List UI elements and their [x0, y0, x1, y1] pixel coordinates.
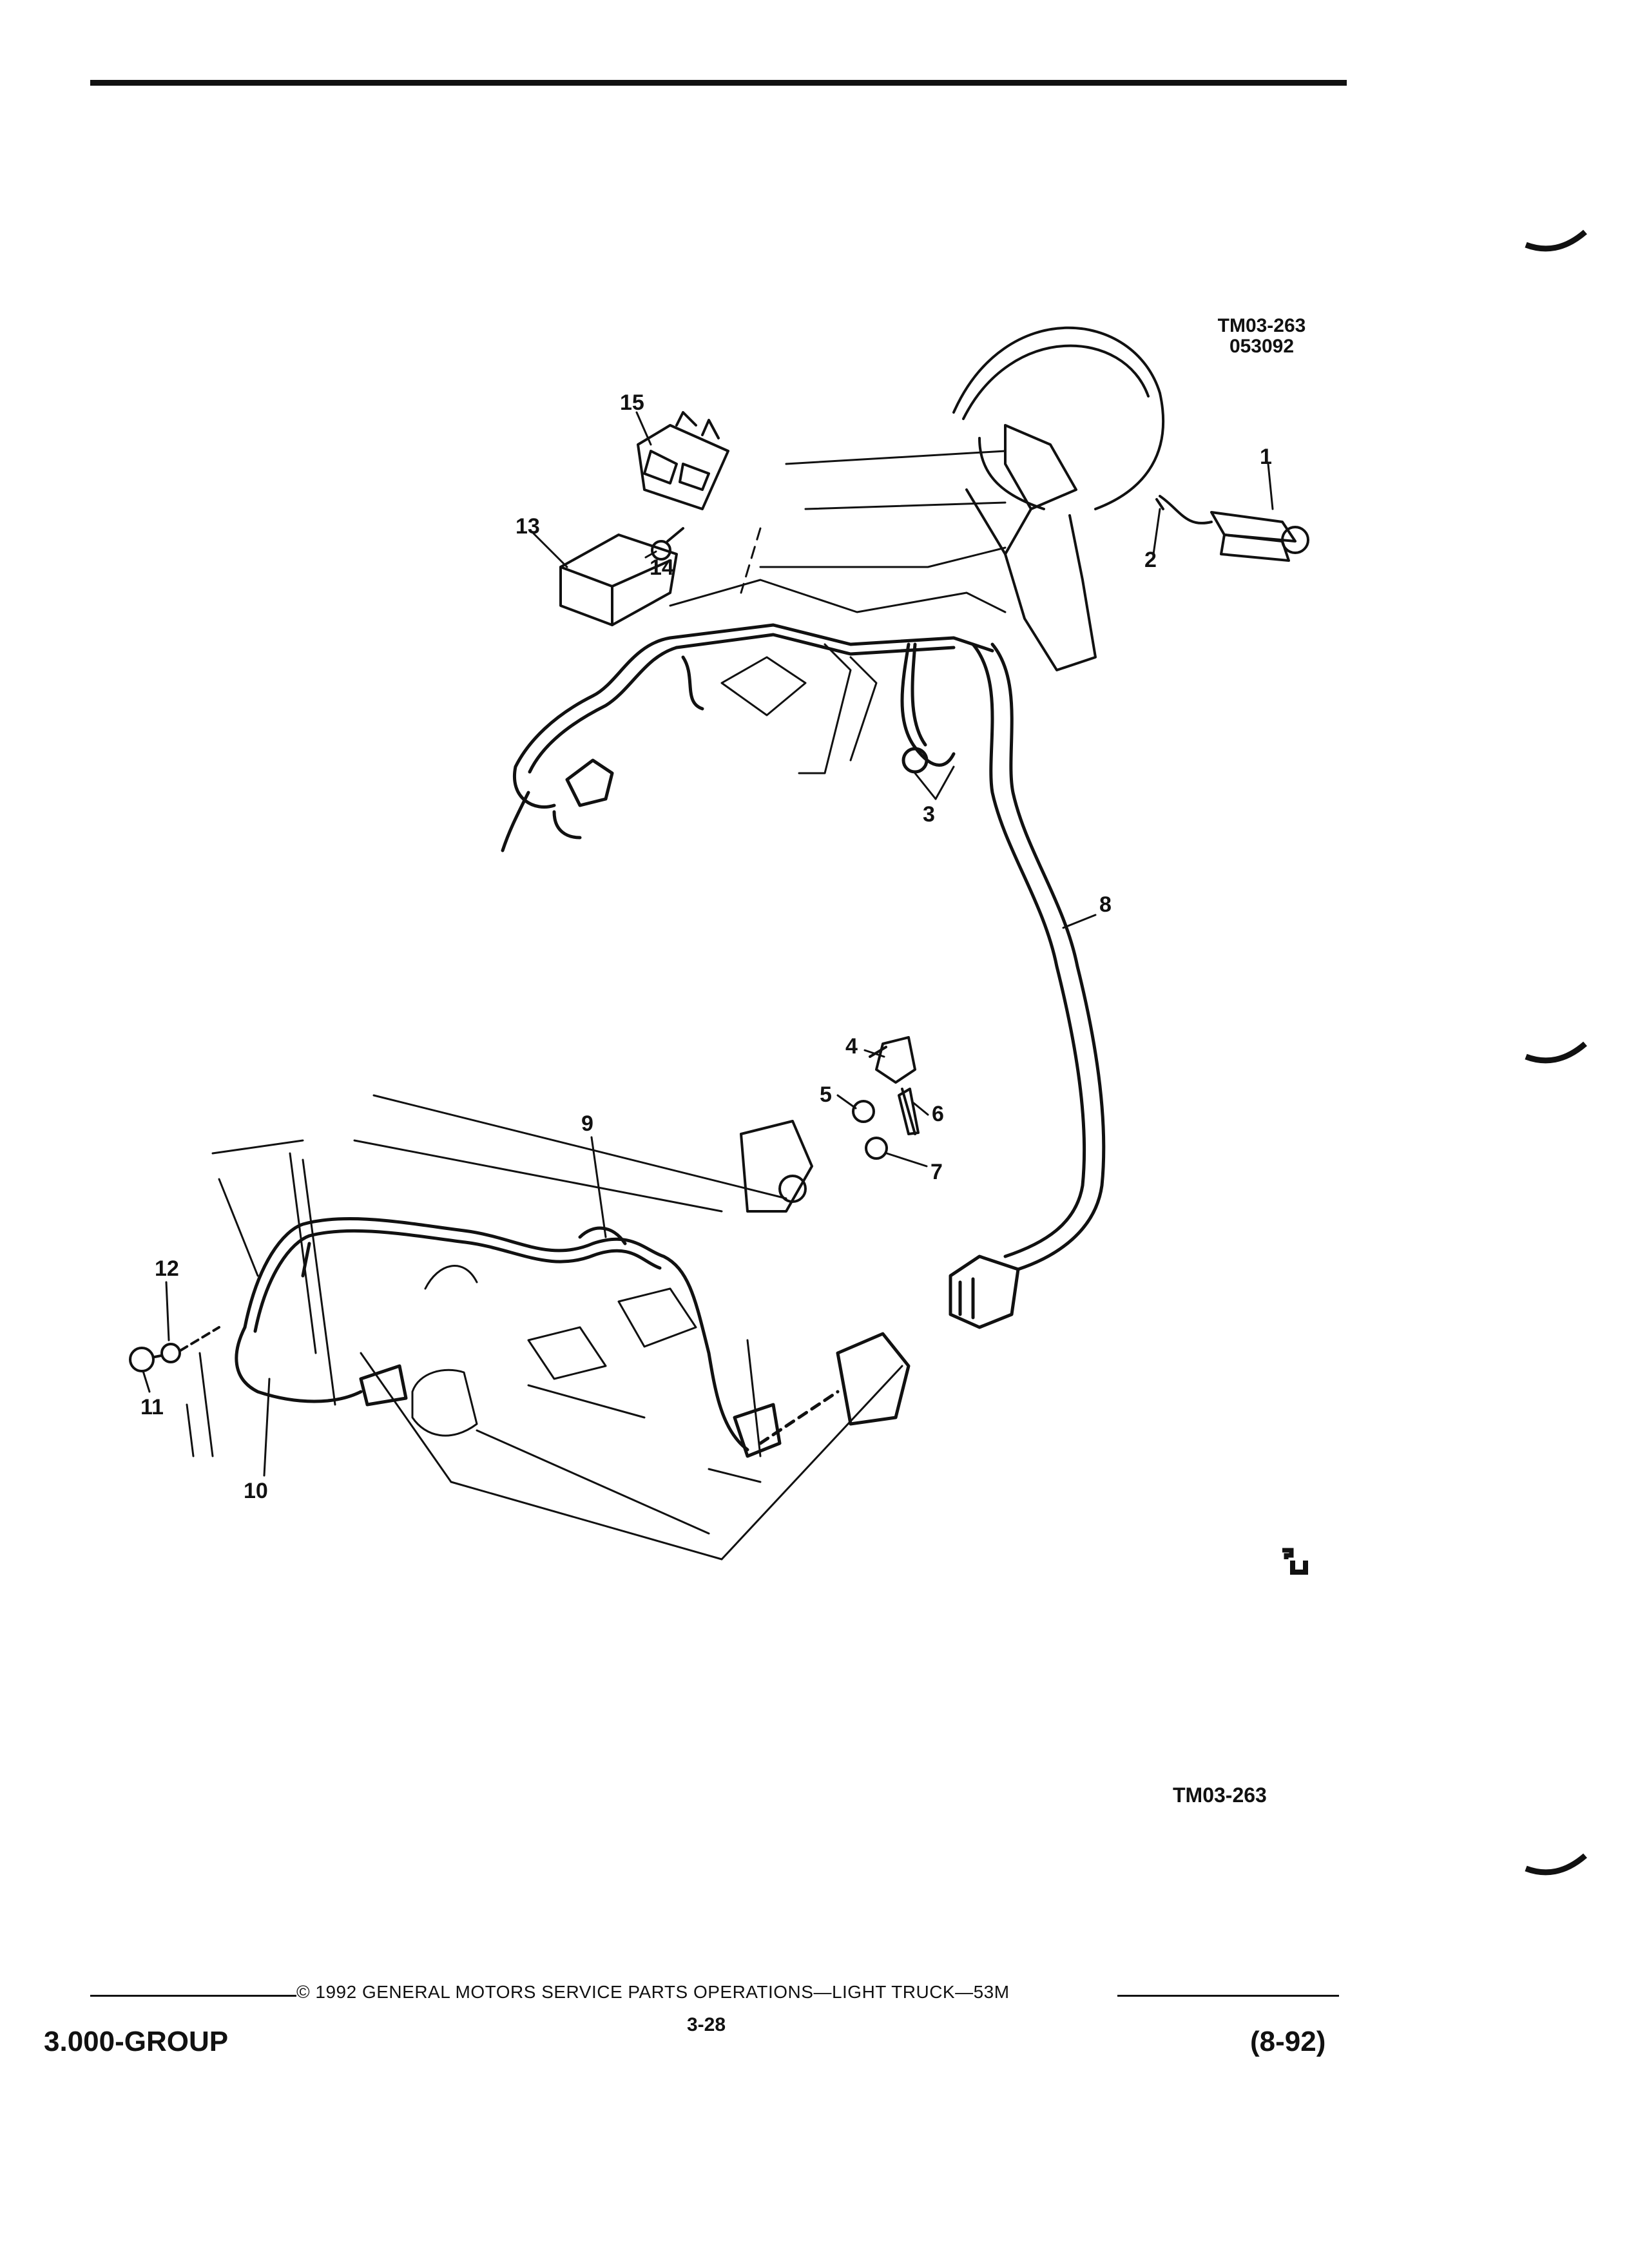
steering-wheel-group — [952, 326, 1165, 671]
callout-8: 8 — [1099, 892, 1112, 917]
logo-mark-icon — [1282, 1548, 1308, 1575]
footer-page-number: 3-28 — [687, 2014, 726, 2035]
figure-label: TM03-263 — [1173, 1783, 1267, 1807]
callout-leaders — [142, 411, 1274, 1477]
footer-rule-left — [90, 1995, 296, 1997]
module-13 — [559, 533, 678, 626]
drawing-code-block: TM03-263 053092 — [1197, 316, 1326, 357]
screw-14 — [651, 527, 684, 561]
bracket-15 — [637, 411, 729, 510]
callout-14: 14 — [650, 555, 674, 580]
dash-outline — [669, 450, 1007, 774]
long-harness-8 — [949, 642, 1106, 1329]
footer-group: 3.000-GROUP — [44, 2026, 229, 2057]
footer-copyright: © 1992 GENERAL MOTORS SERVICE PARTS OPER… — [296, 1982, 1010, 2002]
callout-11: 11 — [140, 1395, 164, 1419]
top-rule — [90, 80, 1347, 86]
callout-6: 6 — [932, 1102, 944, 1126]
parts-4-to-7 — [740, 1036, 920, 1213]
callout-13: 13 — [516, 514, 540, 539]
callout-1: 1 — [1260, 445, 1272, 469]
callout-2: 2 — [1144, 548, 1157, 572]
drawing-code: TM03-263 — [1217, 315, 1306, 336]
upper-harness — [501, 623, 994, 852]
callout-4: 4 — [845, 1034, 858, 1059]
bolt-11-washer-12 — [129, 1326, 220, 1372]
footer-revision: (8-92) — [1250, 2026, 1326, 2057]
drawing-date: 053092 — [1229, 336, 1295, 357]
callout-15: 15 — [620, 390, 644, 415]
binder-hole-marks-icon — [1525, 229, 1587, 1876]
switch-1 — [1155, 495, 1309, 562]
callout-3: 3 — [923, 802, 935, 827]
callout-10: 10 — [244, 1479, 268, 1503]
callout-12: 12 — [155, 1256, 179, 1281]
firewall-outline — [186, 1094, 903, 1561]
callout-9: 9 — [581, 1111, 593, 1136]
engine-harness-10 — [235, 1216, 911, 1458]
footer-rule-right — [1117, 1995, 1339, 1997]
callout-7: 7 — [930, 1160, 943, 1184]
callout-5: 5 — [820, 1082, 832, 1107]
